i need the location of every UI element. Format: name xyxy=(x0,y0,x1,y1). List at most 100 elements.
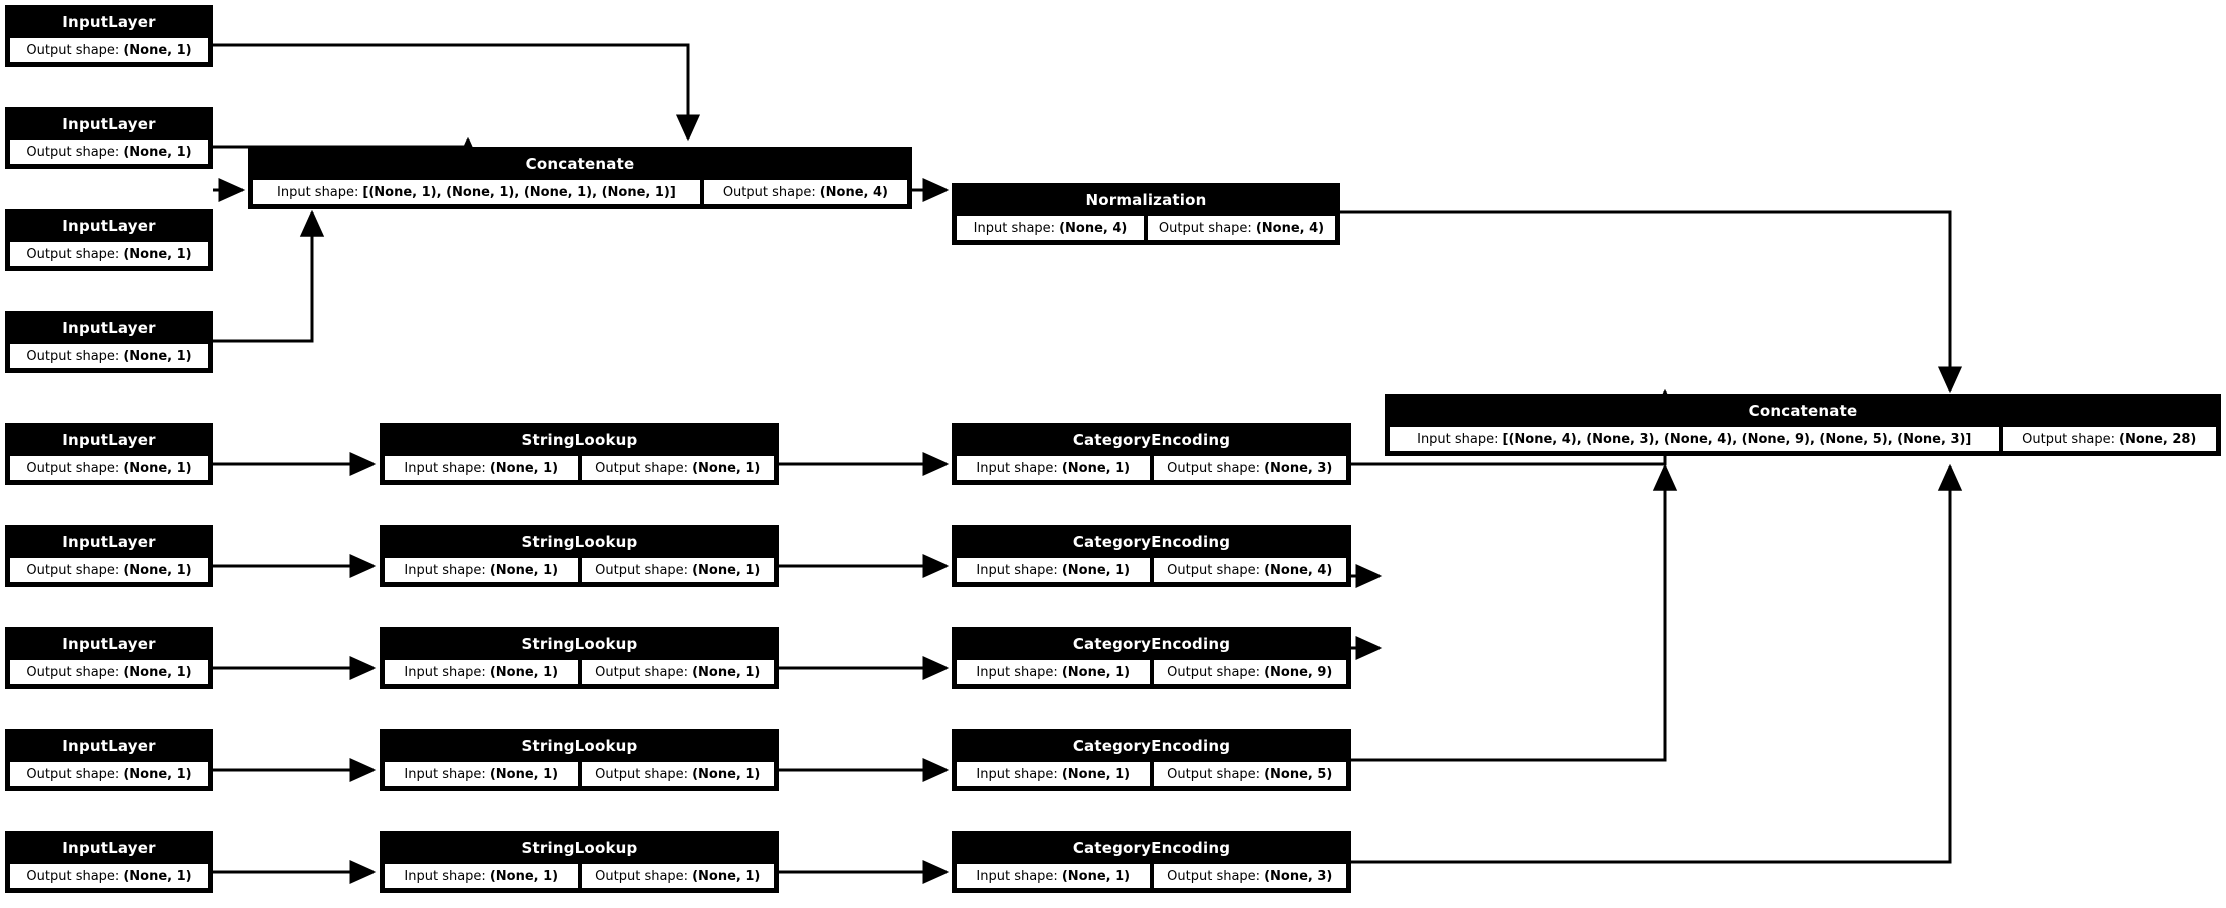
output-shape-value: (None, 1) xyxy=(692,766,761,782)
input-shape-cell: Input shape: (None, 1) xyxy=(383,862,580,890)
output-shape-label: Output shape: xyxy=(1167,562,1261,578)
output-shape-cell: Output shape: (None, 4) xyxy=(1146,214,1337,242)
output-shape-label: Output shape: xyxy=(26,766,120,782)
node-stringlookup-2[interactable]: StringLookup Input shape: (None, 1) Outp… xyxy=(380,525,779,587)
node-shape-row: Input shape: (None, 1) Output shape: (No… xyxy=(955,556,1348,584)
output-shape-label: Output shape: xyxy=(26,868,120,884)
output-shape-value: (None, 1) xyxy=(123,562,192,578)
output-shape-value: (None, 1) xyxy=(692,664,761,680)
node-inputlayer-categorical-4[interactable]: InputLayer Output shape: (None, 1) xyxy=(5,729,213,791)
node-title: InputLayer xyxy=(8,732,210,761)
output-shape-value: (None, 4) xyxy=(1264,562,1333,578)
output-shape-cell: Output shape: (None, 1) xyxy=(8,556,210,584)
input-shape-value: [(None, 1), (None, 1), (None, 1), (None,… xyxy=(362,184,676,200)
output-shape-cell: Output shape: (None, 9) xyxy=(1151,658,1348,686)
node-title: InputLayer xyxy=(8,630,210,659)
node-title: InputLayer xyxy=(8,426,210,455)
node-stringlookup-5[interactable]: StringLookup Input shape: (None, 1) Outp… xyxy=(380,831,779,893)
output-shape-value: (None, 1) xyxy=(123,348,192,364)
node-categoryencoding-3[interactable]: CategoryEncoding Input shape: (None, 1) … xyxy=(952,627,1351,689)
node-inputlayer-categorical-1[interactable]: InputLayer Output shape: (None, 1) xyxy=(5,423,213,485)
output-shape-cell: Output shape: (None, 4) xyxy=(1151,556,1348,584)
input-shape-value: (None, 1) xyxy=(1061,868,1131,884)
input-shape-cell: Input shape: (None, 1) xyxy=(383,556,580,584)
output-shape-label: Output shape: xyxy=(1158,220,1252,236)
node-stringlookup-1[interactable]: StringLookup Input shape: (None, 1) Outp… xyxy=(380,423,779,485)
output-shape-label: Output shape: xyxy=(1167,460,1261,476)
node-title: InputLayer xyxy=(8,110,210,139)
node-title: CategoryEncoding xyxy=(955,834,1348,863)
output-shape-cell: Output shape: (None, 1) xyxy=(8,454,210,482)
input-shape-value: (None, 4) xyxy=(1059,220,1128,236)
node-inputlayer-categorical-3[interactable]: InputLayer Output shape: (None, 1) xyxy=(5,627,213,689)
input-shape-label: Input shape: xyxy=(404,766,486,782)
input-shape-value: (None, 1) xyxy=(1061,460,1131,476)
input-shape-value: (None, 1) xyxy=(489,460,559,476)
output-shape-label: Output shape: xyxy=(595,766,689,782)
node-shape-row: Input shape: [(None, 4), (None, 3), (Non… xyxy=(1388,425,2218,453)
output-shape-value: (None, 4) xyxy=(1255,220,1325,236)
output-shape-value: (None, 1) xyxy=(123,246,192,262)
node-inputlayer-numeric-4[interactable]: InputLayer Output shape: (None, 1) xyxy=(5,311,213,373)
input-shape-label: Input shape: xyxy=(404,562,486,578)
node-title: InputLayer xyxy=(8,212,210,241)
output-shape-label: Output shape: xyxy=(722,184,816,200)
node-concatenate-all[interactable]: Concatenate Input shape: [(None, 4), (No… xyxy=(1385,394,2221,456)
output-shape-cell: Output shape: (None, 1) xyxy=(579,760,776,788)
output-shape-value: (None, 3) xyxy=(1264,460,1333,476)
input-shape-label: Input shape: xyxy=(277,184,359,200)
node-shape-row: Output shape: (None, 1) xyxy=(8,342,210,370)
output-shape-value: (None, 1) xyxy=(692,460,761,476)
node-shape-row: Input shape: (None, 1) Output shape: (No… xyxy=(383,760,776,788)
output-shape-value: (None, 1) xyxy=(123,42,192,58)
output-shape-cell: Output shape: (None, 1) xyxy=(8,342,210,370)
input-shape-cell: Input shape: (None, 1) xyxy=(955,556,1152,584)
output-shape-value: (None, 28) xyxy=(2119,431,2197,447)
node-normalization[interactable]: Normalization Input shape: (None, 4) Out… xyxy=(952,183,1340,245)
node-categoryencoding-1[interactable]: CategoryEncoding Input shape: (None, 1) … xyxy=(952,423,1351,485)
node-categoryencoding-5[interactable]: CategoryEncoding Input shape: (None, 1) … xyxy=(952,831,1351,893)
node-categoryencoding-4[interactable]: CategoryEncoding Input shape: (None, 1) … xyxy=(952,729,1351,791)
input-shape-value: (None, 1) xyxy=(489,766,559,782)
node-inputlayer-categorical-2[interactable]: InputLayer Output shape: (None, 1) xyxy=(5,525,213,587)
node-shape-row: Input shape: (None, 1) Output shape: (No… xyxy=(383,454,776,482)
output-shape-value: (None, 1) xyxy=(692,562,761,578)
input-shape-cell: Input shape: (None, 1) xyxy=(383,454,580,482)
node-title: StringLookup xyxy=(383,630,776,659)
input-shape-label: Input shape: xyxy=(976,460,1058,476)
node-shape-row: Input shape: [(None, 1), (None, 1), (Non… xyxy=(251,178,909,206)
node-categoryencoding-2[interactable]: CategoryEncoding Input shape: (None, 1) … xyxy=(952,525,1351,587)
node-inputlayer-categorical-5[interactable]: InputLayer Output shape: (None, 1) xyxy=(5,831,213,893)
node-title: Concatenate xyxy=(1388,397,2218,426)
output-shape-cell: Output shape: (None, 1) xyxy=(579,556,776,584)
node-inputlayer-numeric-1[interactable]: InputLayer Output shape: (None, 1) xyxy=(5,5,213,67)
output-shape-label: Output shape: xyxy=(1167,766,1261,782)
output-shape-cell: Output shape: (None, 3) xyxy=(1151,862,1348,890)
input-shape-label: Input shape: xyxy=(404,868,486,884)
node-concatenate-numeric[interactable]: Concatenate Input shape: [(None, 1), (No… xyxy=(248,147,912,209)
node-shape-row: Input shape: (None, 1) Output shape: (No… xyxy=(955,658,1348,686)
node-stringlookup-3[interactable]: StringLookup Input shape: (None, 1) Outp… xyxy=(380,627,779,689)
input-shape-cell: Input shape: [(None, 1), (None, 1), (Non… xyxy=(251,178,702,206)
node-title: Normalization xyxy=(955,186,1337,215)
output-shape-label: Output shape: xyxy=(595,664,689,680)
output-shape-value: (None, 1) xyxy=(123,664,192,680)
output-shape-value: (None, 1) xyxy=(123,460,192,476)
node-title: CategoryEncoding xyxy=(955,528,1348,557)
node-shape-row: Input shape: (None, 1) Output shape: (No… xyxy=(955,760,1348,788)
node-shape-row: Output shape: (None, 1) xyxy=(8,658,210,686)
output-shape-label: Output shape: xyxy=(2022,431,2116,447)
input-shape-value: [(None, 4), (None, 3), (None, 4), (None,… xyxy=(1502,431,1972,447)
node-title: Concatenate xyxy=(251,150,909,179)
node-shape-row: Input shape: (None, 1) Output shape: (No… xyxy=(383,658,776,686)
node-shape-row: Output shape: (None, 1) xyxy=(8,556,210,584)
output-shape-cell: Output shape: (None, 1) xyxy=(8,138,210,166)
output-shape-cell: Output shape: (None, 1) xyxy=(8,36,210,64)
output-shape-label: Output shape: xyxy=(26,246,120,262)
node-inputlayer-numeric-2[interactable]: InputLayer Output shape: (None, 1) xyxy=(5,107,213,169)
node-inputlayer-numeric-3[interactable]: InputLayer Output shape: (None, 1) xyxy=(5,209,213,271)
output-shape-label: Output shape: xyxy=(26,664,120,680)
node-stringlookup-4[interactable]: StringLookup Input shape: (None, 1) Outp… xyxy=(380,729,779,791)
input-shape-cell: Input shape: (None, 1) xyxy=(955,760,1152,788)
node-shape-row: Input shape: (None, 1) Output shape: (No… xyxy=(383,556,776,584)
